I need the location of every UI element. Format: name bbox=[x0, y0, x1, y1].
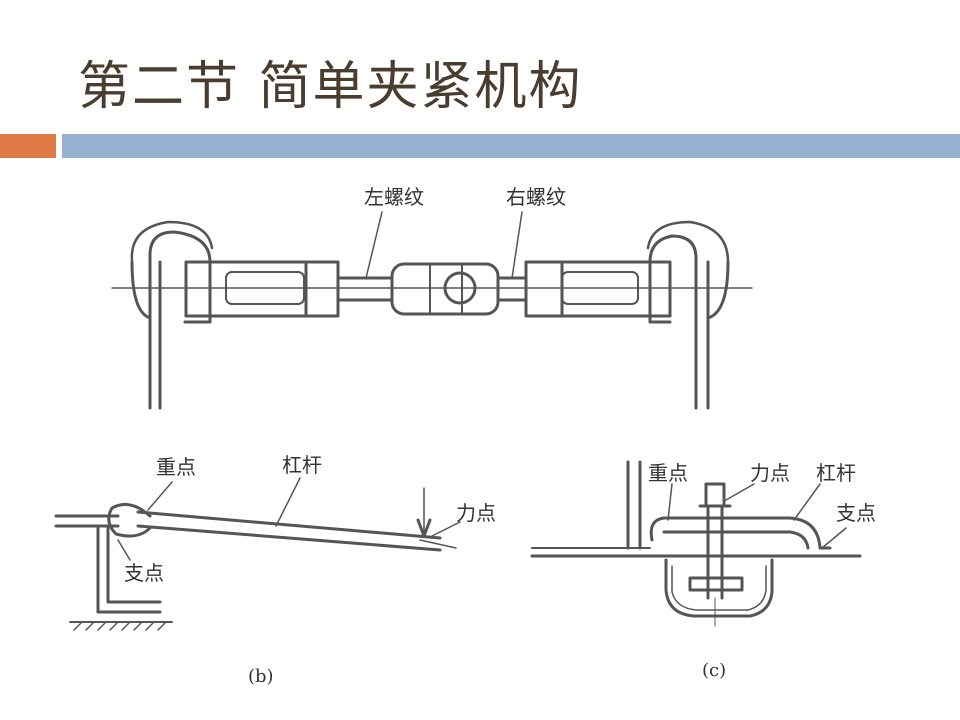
title-accent-bar bbox=[0, 134, 56, 158]
lever-figure-b bbox=[54, 477, 461, 631]
turnbuckle-figure bbox=[111, 211, 753, 410]
b-caption: (b) bbox=[248, 666, 274, 687]
lever-clamp-figure-c bbox=[530, 460, 862, 627]
title-divider-bar bbox=[62, 134, 960, 158]
b-label-force-point: 力点 bbox=[456, 501, 496, 525]
slide-title: 第二节 简单夹紧机构 bbox=[78, 57, 583, 117]
c-label-force-point: 力点 bbox=[750, 461, 790, 485]
c-label-weight-point: 重点 bbox=[648, 461, 688, 485]
c-label-fulcrum: 支点 bbox=[836, 501, 876, 525]
c-label-lever: 杠杆 bbox=[816, 461, 856, 485]
label-right-thread: 右螺纹 bbox=[506, 185, 566, 209]
b-label-weight-point: 重点 bbox=[156, 455, 196, 479]
label-left-thread: 左螺纹 bbox=[364, 185, 424, 209]
b-label-lever: 杠杆 bbox=[282, 453, 322, 477]
c-caption: (c) bbox=[702, 660, 726, 681]
b-label-fulcrum: 支点 bbox=[124, 561, 164, 585]
